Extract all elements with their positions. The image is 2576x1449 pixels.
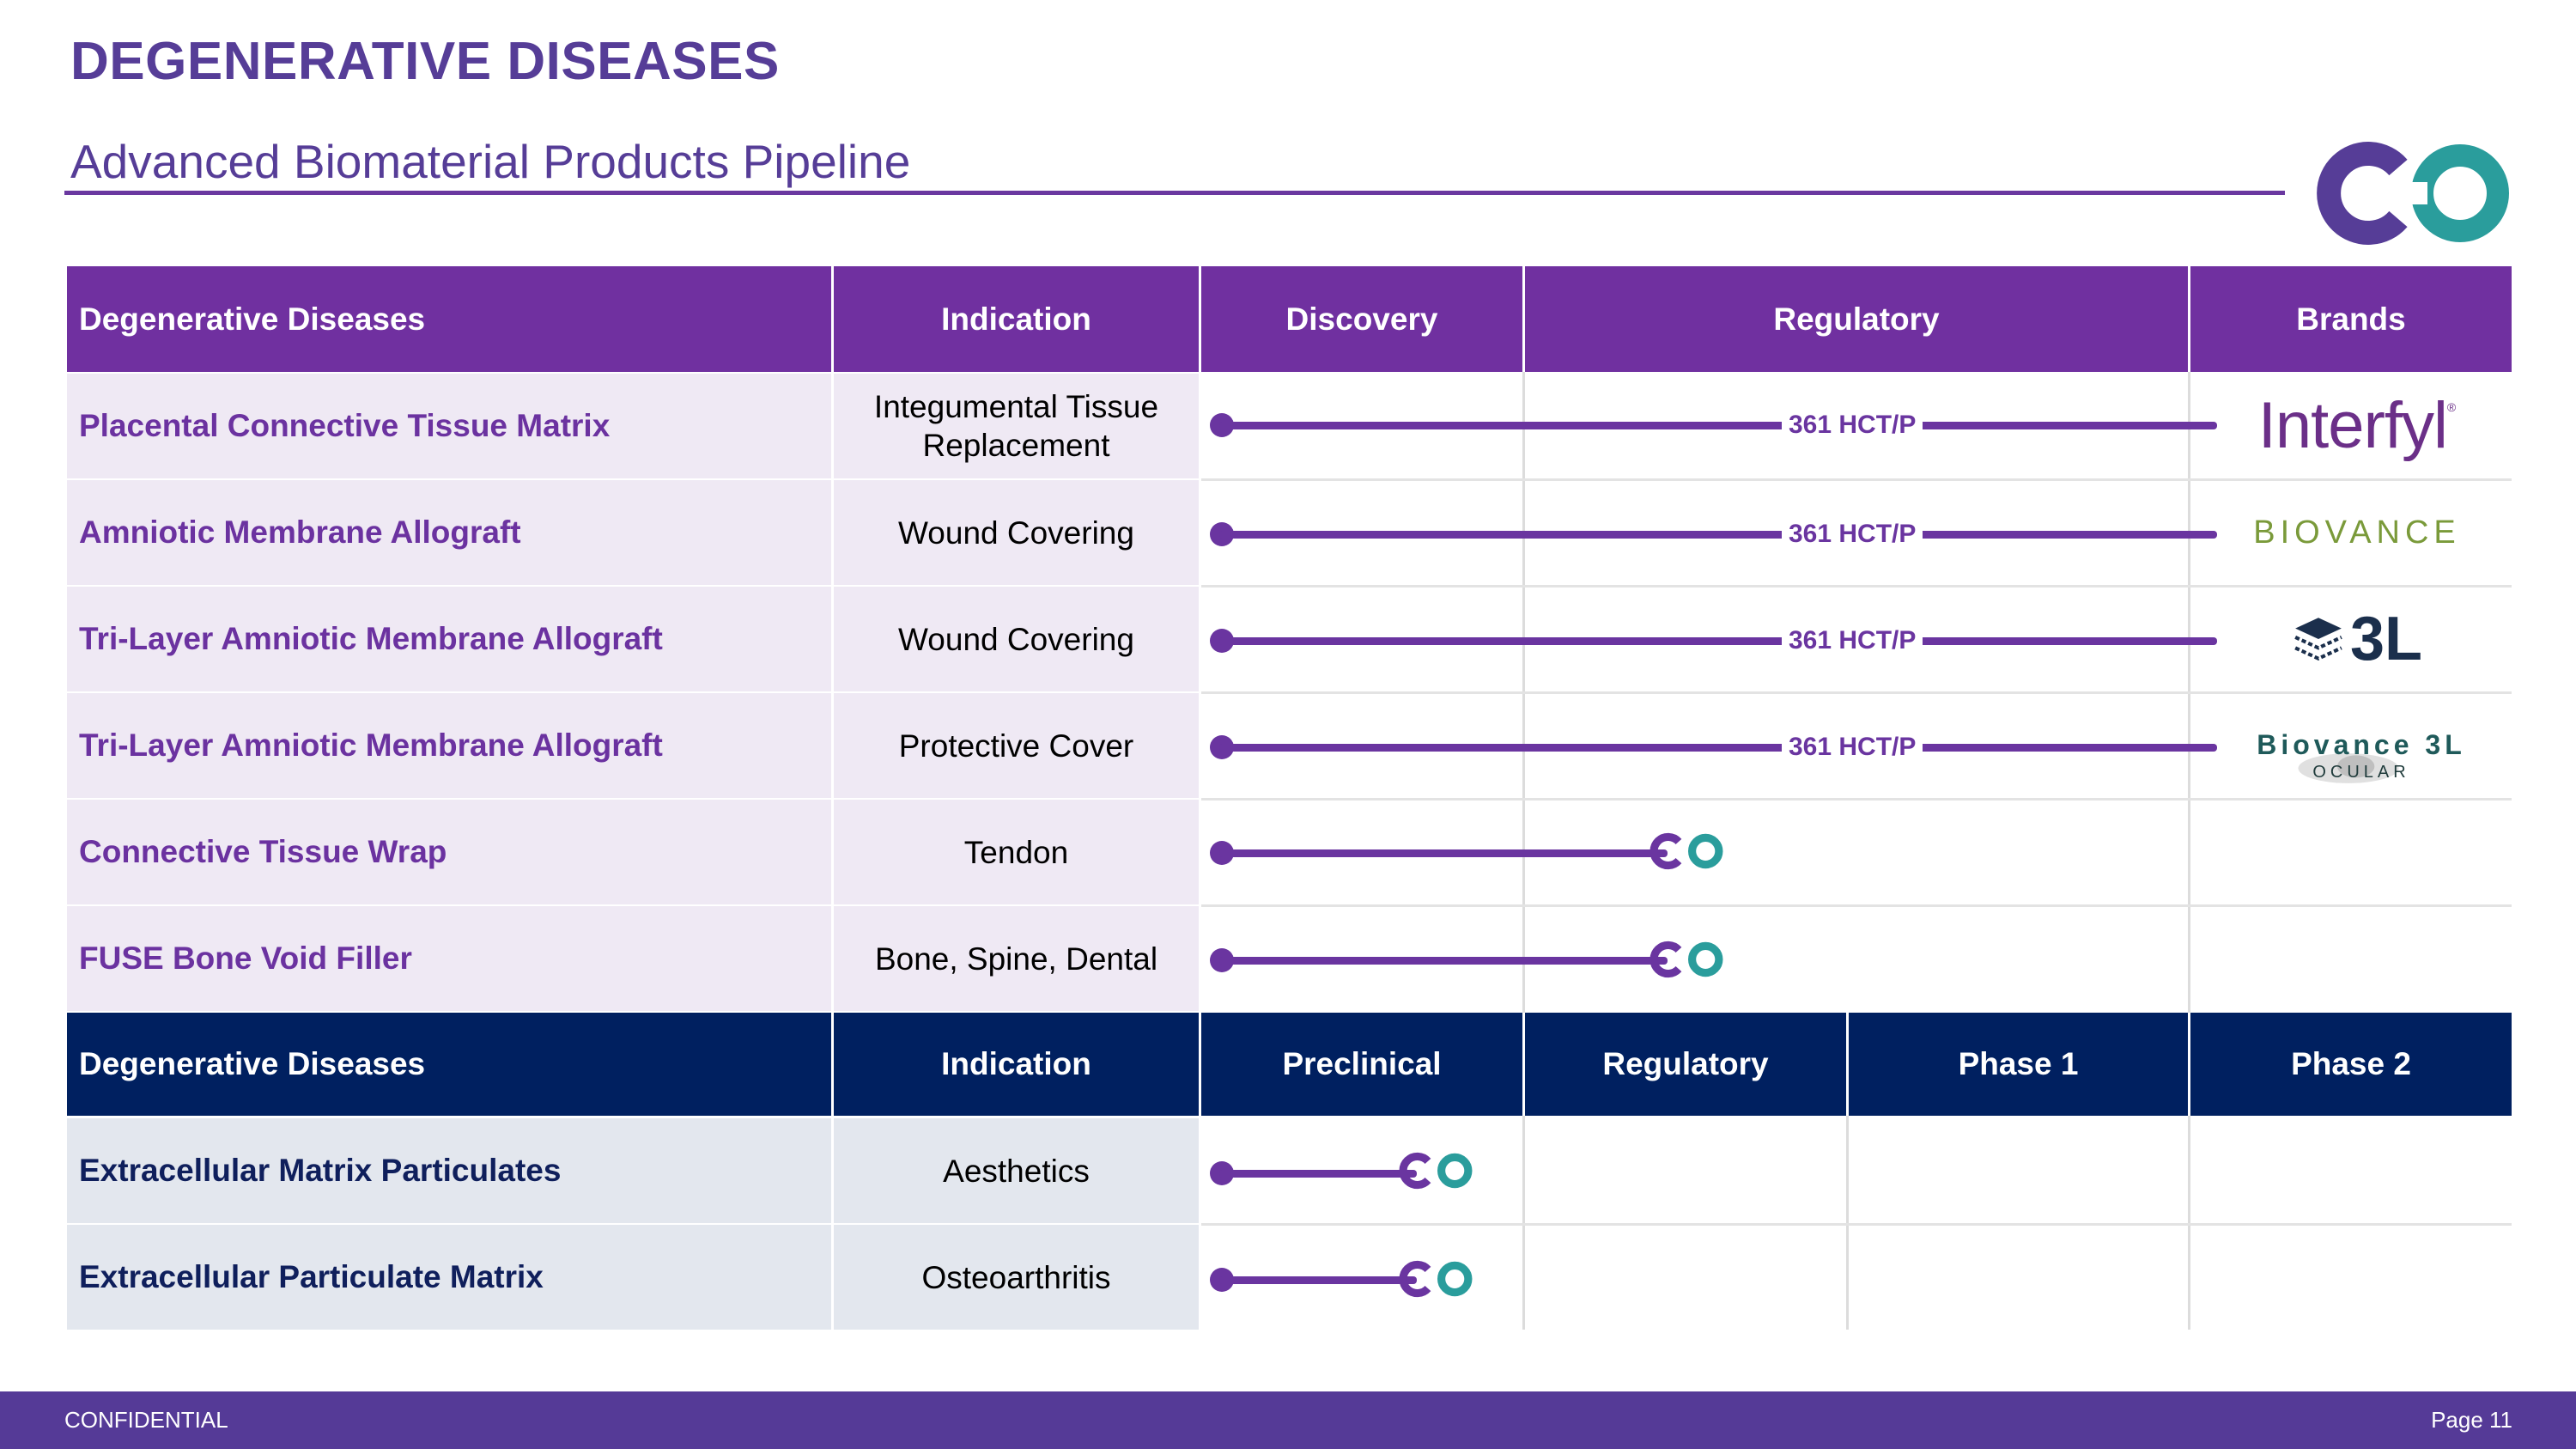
stage-label: 361 HCT/P [1782, 626, 1923, 655]
brand-name: 3L [2349, 605, 2423, 673]
table1-header-indication: Indication [834, 266, 1199, 372]
indication-cell: Aesthetics [834, 1118, 1199, 1223]
registered-mark: ® [2446, 400, 2457, 414]
progress-end-logo-icon [1399, 1152, 1473, 1190]
table1-header-regulatory: Regulatory [1525, 266, 2188, 372]
table1-header-discovery: Discovery [1201, 266, 1522, 372]
row-divider [1201, 1223, 2512, 1226]
row-divider [1201, 585, 2512, 588]
eye-swoosh-icon [2298, 753, 2399, 783]
progress-line [1219, 531, 2217, 539]
layers-icon [2294, 618, 2342, 661]
table1-header-disease: Degenerative Diseases [67, 266, 831, 372]
brand-logo-interfyl: Interfyl ® [2233, 387, 2482, 464]
stage-label: 361 HCT/P [1782, 520, 1923, 549]
disease-name: Extracellular Particulate Matrix [67, 1225, 831, 1330]
table2-header-phase2: Phase 2 [2190, 1013, 2512, 1116]
row-divider [1201, 478, 2512, 481]
page-subtitle: Advanced Biomaterial Products Pipeline [70, 135, 911, 188]
indication-line: Replacement [922, 428, 1110, 463]
confidential-label: CONFIDENTIAL [64, 1407, 228, 1433]
brand-name: Interfyl [2257, 388, 2448, 462]
progress-line [1219, 1170, 1417, 1178]
progress-line [1219, 744, 2217, 752]
footer-bar: CONFIDENTIAL Page 11 [0, 1391, 2576, 1449]
title-divider [64, 191, 2285, 195]
brand-name: BIOVANCE [2253, 514, 2461, 551]
progress-end-logo-icon [1649, 941, 1723, 978]
indication-cell: Protective Cover [834, 693, 1199, 798]
indication-cell: Wound Covering [834, 587, 1199, 691]
brand-subname: OCULAR [2312, 763, 2410, 782]
indication-cell: Wound Covering [834, 480, 1199, 585]
table2-header-regulatory: Regulatory [1525, 1013, 1846, 1116]
brand-name: Biovance 3L [2257, 729, 2466, 760]
progress-end-logo-icon [1399, 1260, 1473, 1298]
disease-name: Tri-Layer Amniotic Membrane Allograft [67, 587, 831, 691]
brand-logo-biovance-3l-ocular: Biovance 3L OCULAR [2250, 713, 2473, 799]
table2-header-phase1: Phase 1 [1849, 1013, 2188, 1116]
stage-label: 361 HCT/P [1782, 733, 1923, 762]
progress-end-logo-icon [1649, 832, 1723, 870]
row-divider [1201, 904, 2512, 907]
indication-cell: Bone, Spine, Dental [834, 906, 1199, 1011]
disease-name: Tri-Layer Amniotic Membrane Allograft [67, 693, 831, 798]
column-divider [1846, 1116, 1849, 1330]
brand-logo-3l: 3L [2284, 605, 2430, 673]
row-divider [1201, 691, 2512, 694]
stage-label: 361 HCT/P [1782, 411, 1923, 440]
progress-line [1219, 637, 2217, 645]
progress-line [1219, 957, 1668, 965]
column-divider [1522, 1116, 1525, 1330]
disease-name: Extracellular Matrix Particulates [67, 1118, 831, 1223]
progress-line [1219, 849, 1668, 857]
disease-name: Connective Tissue Wrap [67, 800, 831, 904]
page-title: DEGENERATIVE DISEASES [70, 32, 780, 91]
indication-line: Integumental Tissue [873, 389, 1159, 424]
brand-logo-biovance: BIOVANCE [2233, 511, 2482, 554]
disease-name: Amniotic Membrane Allograft [67, 480, 831, 585]
table2-header-preclinical: Preclinical [1201, 1013, 1522, 1116]
table2-header-disease: Degenerative Diseases [67, 1013, 831, 1116]
company-logo-icon [2317, 142, 2509, 245]
progress-line [1219, 1276, 1417, 1284]
row-divider [1201, 798, 2512, 801]
table1-header-brands: Brands [2190, 266, 2512, 372]
progress-line [1219, 422, 2217, 429]
indication-cell: Osteoarthritis [834, 1225, 1199, 1330]
indication-cell: Integumental Tissue Replacement [834, 374, 1199, 478]
disease-name: Placental Connective Tissue Matrix [67, 374, 831, 478]
disease-name: FUSE Bone Void Filler [67, 906, 831, 1011]
column-divider [2188, 1116, 2190, 1330]
page-number: Page 11 [2431, 1407, 2512, 1433]
indication-cell: Tendon [834, 800, 1199, 904]
table2-header-indication: Indication [834, 1013, 1199, 1116]
